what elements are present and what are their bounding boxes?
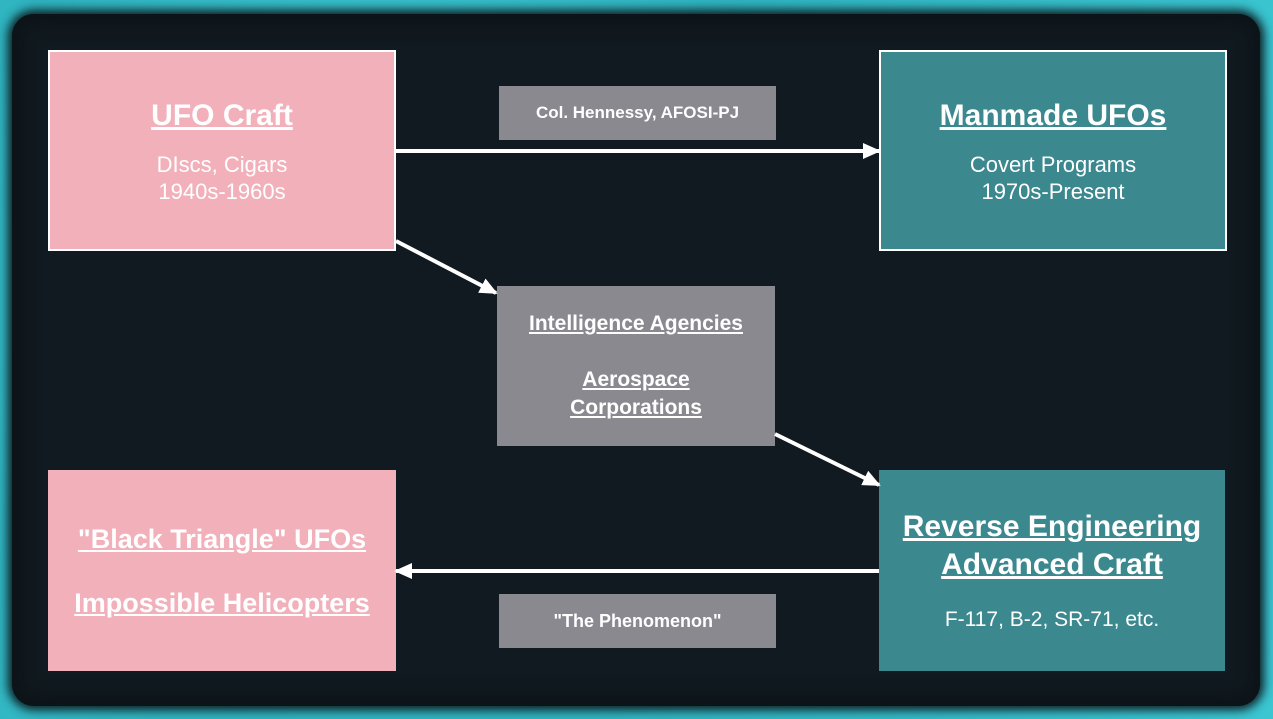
node-manmade-title: Manmade UFOs — [939, 98, 1167, 132]
node-agencies-title1: Intelligence Agencies — [529, 312, 743, 335]
node-manmade-ufos: Manmade UFOs Covert Programs 1970s-Prese… — [879, 50, 1227, 251]
node-reverse-line1: F-117, B-2, SR-71, etc. — [944, 608, 1160, 631]
node-black-triangle-title2: Impossible Helicopters — [74, 587, 370, 618]
node-manmade-line2: 1970s-Present — [981, 178, 1125, 204]
node-ufo-craft: UFO Craft DIscs, Cigars 1940s-1960s — [48, 50, 396, 251]
node-agencies-title3: Corporations — [570, 396, 702, 419]
node-ufo-craft-title: UFO Craft — [151, 98, 293, 132]
node-ufo-craft-line2: 1940s-1960s — [158, 178, 286, 204]
node-manmade-line1: Covert Programs — [969, 151, 1137, 177]
node-agencies-title2: Aerospace — [582, 368, 690, 391]
edge-label-phenomenon: "The Phenomenon" — [499, 594, 776, 648]
node-reverse-engineering: Reverse Engineering Advanced Craft F-117… — [879, 470, 1225, 671]
arrow-ufo-to-agencies — [395, 239, 498, 295]
edge-label-hennessy: Col. Hennessy, AFOSI-PJ — [499, 86, 776, 140]
node-black-triangle-title1: "Black Triangle" UFOs — [77, 523, 367, 554]
arrow-agencies-to-reverse — [774, 432, 881, 487]
node-reverse-title1: Reverse Engineering — [902, 510, 1202, 543]
node-ufo-craft-line1: DIscs, Cigars — [156, 151, 288, 177]
node-black-triangle: "Black Triangle" UFOs Impossible Helicop… — [48, 470, 396, 671]
node-reverse-title2: Advanced Craft — [941, 548, 1163, 581]
node-intelligence-agencies: Intelligence Agencies Aerospace Corporat… — [497, 286, 775, 446]
